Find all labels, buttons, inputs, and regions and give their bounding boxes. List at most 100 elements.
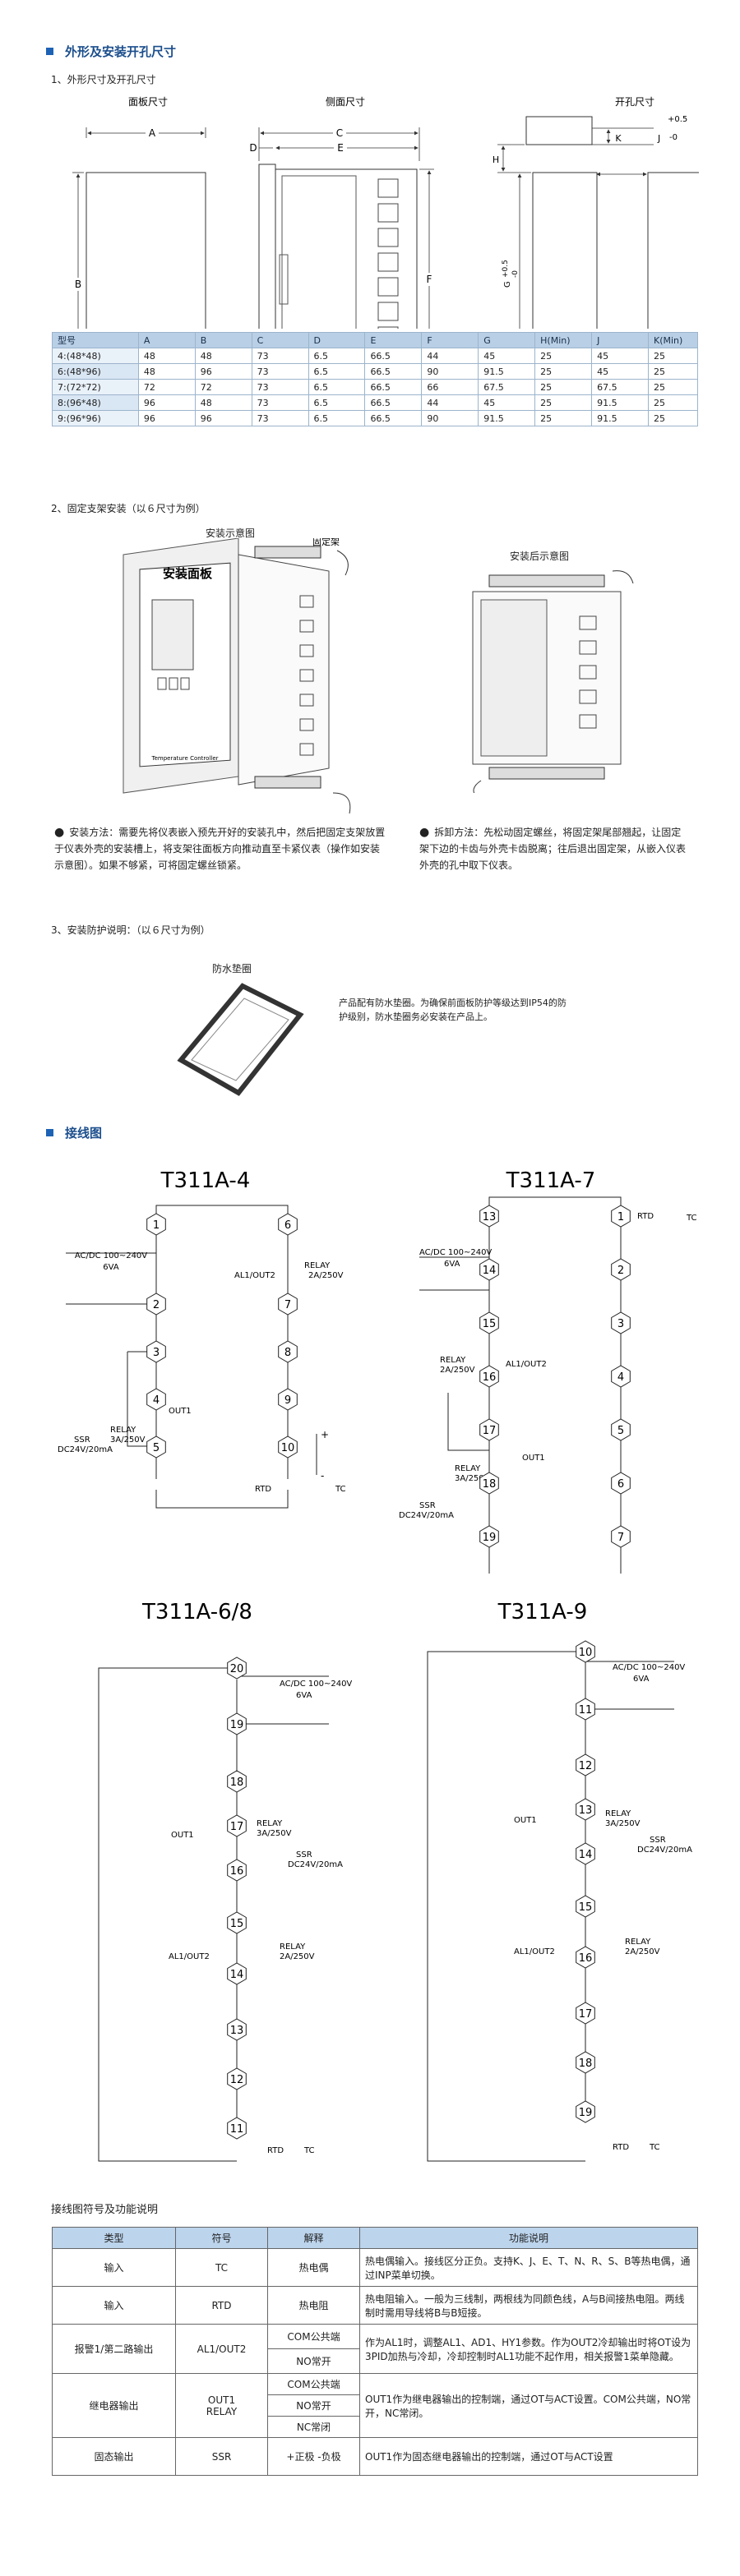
- cell-value: 48: [194, 348, 252, 364]
- t68-out1-label: OUT1: [171, 1831, 194, 1840]
- t68-power-label: AC/DC 100~240V: [280, 1680, 352, 1689]
- cell-explanation: COM公共端: [267, 2373, 360, 2395]
- t4-power-label: AC/DC 100~240V: [75, 1251, 147, 1260]
- t4-relay-rating-2: 3A/250V: [110, 1435, 146, 1445]
- symbol-relay: RELAY: [206, 2405, 238, 2417]
- terminal-number: 15: [230, 1918, 244, 1930]
- cell-value: 96: [137, 394, 196, 411]
- label-j: J: [657, 133, 660, 144]
- t4-rtd-label: RTD: [255, 1485, 271, 1494]
- cell-description: OUT1作为继电器输出的控制端，通过OT与ACT设置。COM公共端，NO常开，N…: [359, 2373, 698, 2438]
- label-h: H: [493, 154, 499, 165]
- label-f: F: [427, 274, 432, 285]
- terminal-number: 8: [284, 1347, 291, 1359]
- table-row: 固态输出 SSR +正极 -负极 OUT1作为固态继电器输出的控制端，通过OT与…: [52, 2437, 698, 2476]
- terminal-number: 11: [579, 1704, 593, 1717]
- cell-value: 25: [534, 394, 593, 411]
- cell-value: 25: [534, 348, 593, 364]
- terminal-number: 10: [579, 1647, 593, 1659]
- dimension-drawings: 面板尺寸 A B 侧面尺寸 C D E: [72, 96, 699, 329]
- t4-ssr-rating: DC24V/20mA: [58, 1445, 113, 1454]
- install-bracket-label: 固定架: [312, 538, 340, 547]
- cell-value: 91.5: [591, 410, 649, 426]
- tol-plus-g: +0.5: [502, 260, 510, 278]
- terminal-t9-2: 12: [576, 1753, 595, 1776]
- t7-ssr-label: SSR: [419, 1501, 436, 1510]
- t311a-9-title: T311A-9: [497, 1600, 588, 1624]
- cell-explanation: NC常闭: [267, 2416, 360, 2438]
- t68-al-label: AL1/OUT2: [169, 1952, 210, 1961]
- cell-description: 热电阻输入。一般为三线制，两根线为同颜色线，A与B间接热电阻。两线制时需用导线将…: [359, 2286, 698, 2325]
- terminal-t9-9: 19: [576, 2100, 595, 2123]
- dimensions-subtitle: 1、外形尺寸及开孔尺寸: [51, 74, 156, 85]
- t9-tc-label: TC: [649, 2143, 660, 2152]
- table-row: 输入 TC 热电偶 热电偶输入。接线区分正负。支持K、J、E、T、N、R、S、B…: [52, 2248, 698, 2287]
- symbol-out1: OUT1: [207, 2394, 236, 2406]
- table-row: NO常开: [53, 2394, 698, 2417]
- t9-relay-rating: 3A/250V: [605, 1819, 641, 1828]
- cell-value: 91.5: [478, 410, 536, 426]
- cell-value: 72: [137, 379, 196, 395]
- terminal-number: 1: [617, 1211, 624, 1223]
- t7-relay-rating-2: 3A/250V: [455, 1474, 490, 1483]
- cell-value: 6.5: [308, 348, 366, 364]
- terminal-t68-0: 20: [227, 1657, 247, 1680]
- terminal-t9-3: 13: [576, 1798, 595, 1821]
- cell-value: 45: [591, 363, 649, 380]
- terminal-t4-4: 4: [146, 1388, 166, 1411]
- cell-value: 25: [534, 363, 593, 380]
- t7-tc-label: TC: [686, 1214, 697, 1223]
- terminal-t68-3: 17: [227, 1814, 247, 1837]
- cell-value: 25: [647, 379, 699, 395]
- section-title-dimensions: 外形及安装开孔尺寸: [46, 43, 176, 60]
- terminal-number: 6: [284, 1219, 291, 1232]
- waterproof-caption: 防水垫圈: [212, 963, 252, 975]
- cell-value: 73: [251, 379, 309, 395]
- t9-al-label: AL1/OUT2: [514, 1947, 555, 1956]
- terminal-t68-9: 11: [227, 2117, 247, 2140]
- wiring-diagrams-bottom: T311A-6/8 T311A-9 AC/DC 100~240V 6VA OUT…: [98, 1600, 692, 2162]
- tol-minus-j: -0: [669, 133, 678, 142]
- terminal-t4-1: 1: [146, 1213, 166, 1236]
- cell-value: 48: [137, 348, 196, 364]
- cell-value: 73: [251, 363, 309, 380]
- cell-value: 90: [421, 410, 479, 426]
- terminal-t7-left-4: 17: [479, 1418, 499, 1441]
- cell-symbol: AL1/OUT2: [175, 2324, 268, 2374]
- col-header: 符号: [175, 2227, 268, 2249]
- cell-value: 6.5: [308, 394, 366, 411]
- terminal-t7-left-3: 16: [479, 1365, 499, 1388]
- terminal-number: 12: [579, 1760, 593, 1772]
- t9-relay-rating-2: 2A/250V: [625, 1947, 660, 1956]
- function-table: 类型 符号 解释 功能说明 输入 TC 热电偶 热电偶输入。接线区分正负。支持K…: [52, 2227, 698, 2476]
- cell-value: 72: [194, 379, 252, 395]
- col-header: E: [364, 332, 423, 348]
- section-square-icon: [46, 1129, 53, 1136]
- terminal-t7-left-1: 14: [479, 1258, 499, 1281]
- remove-note-text: 拆卸方法：先松动固定螺丝，将固定架尾部翘起，让固定架下边的卡齿与外壳卡齿脱离；往…: [419, 827, 687, 871]
- t68-ssr-rating: DC24V/20mA: [288, 1860, 343, 1869]
- terminal-number: 1: [153, 1219, 160, 1232]
- terminal-t4-7: 7: [278, 1293, 298, 1316]
- terminal-t68-4: 16: [227, 1859, 247, 1882]
- t9-out1-label: OUT1: [514, 1816, 537, 1825]
- col-header: 解释: [267, 2227, 360, 2249]
- t4-minus: -: [321, 1470, 324, 1482]
- cell-explanation: NO常开: [267, 2394, 360, 2417]
- terminal-t68-2: 18: [227, 1770, 247, 1793]
- t7-relay-label: RELAY: [440, 1356, 466, 1365]
- tol-plus-j: +0.5: [668, 115, 687, 124]
- cell-model: 8:(96*48): [52, 394, 139, 411]
- terminal-t4-5: 5: [146, 1435, 166, 1459]
- tol-minus-g: -0: [511, 270, 520, 278]
- terminal-number: 19: [483, 1532, 497, 1544]
- install-after-illustration: [472, 570, 634, 793]
- cell-type: 固态输出: [52, 2437, 176, 2476]
- t68-relay-label-2: RELAY: [280, 1942, 306, 1952]
- terminal-number: 15: [483, 1318, 497, 1330]
- cell-value: 25: [647, 410, 699, 426]
- terminal-t4-10: 10: [278, 1435, 298, 1459]
- table-row: 报警1/第二路输出 AL1/OUT2 COM公共端 作为AL1时，调整AL1、A…: [52, 2324, 698, 2374]
